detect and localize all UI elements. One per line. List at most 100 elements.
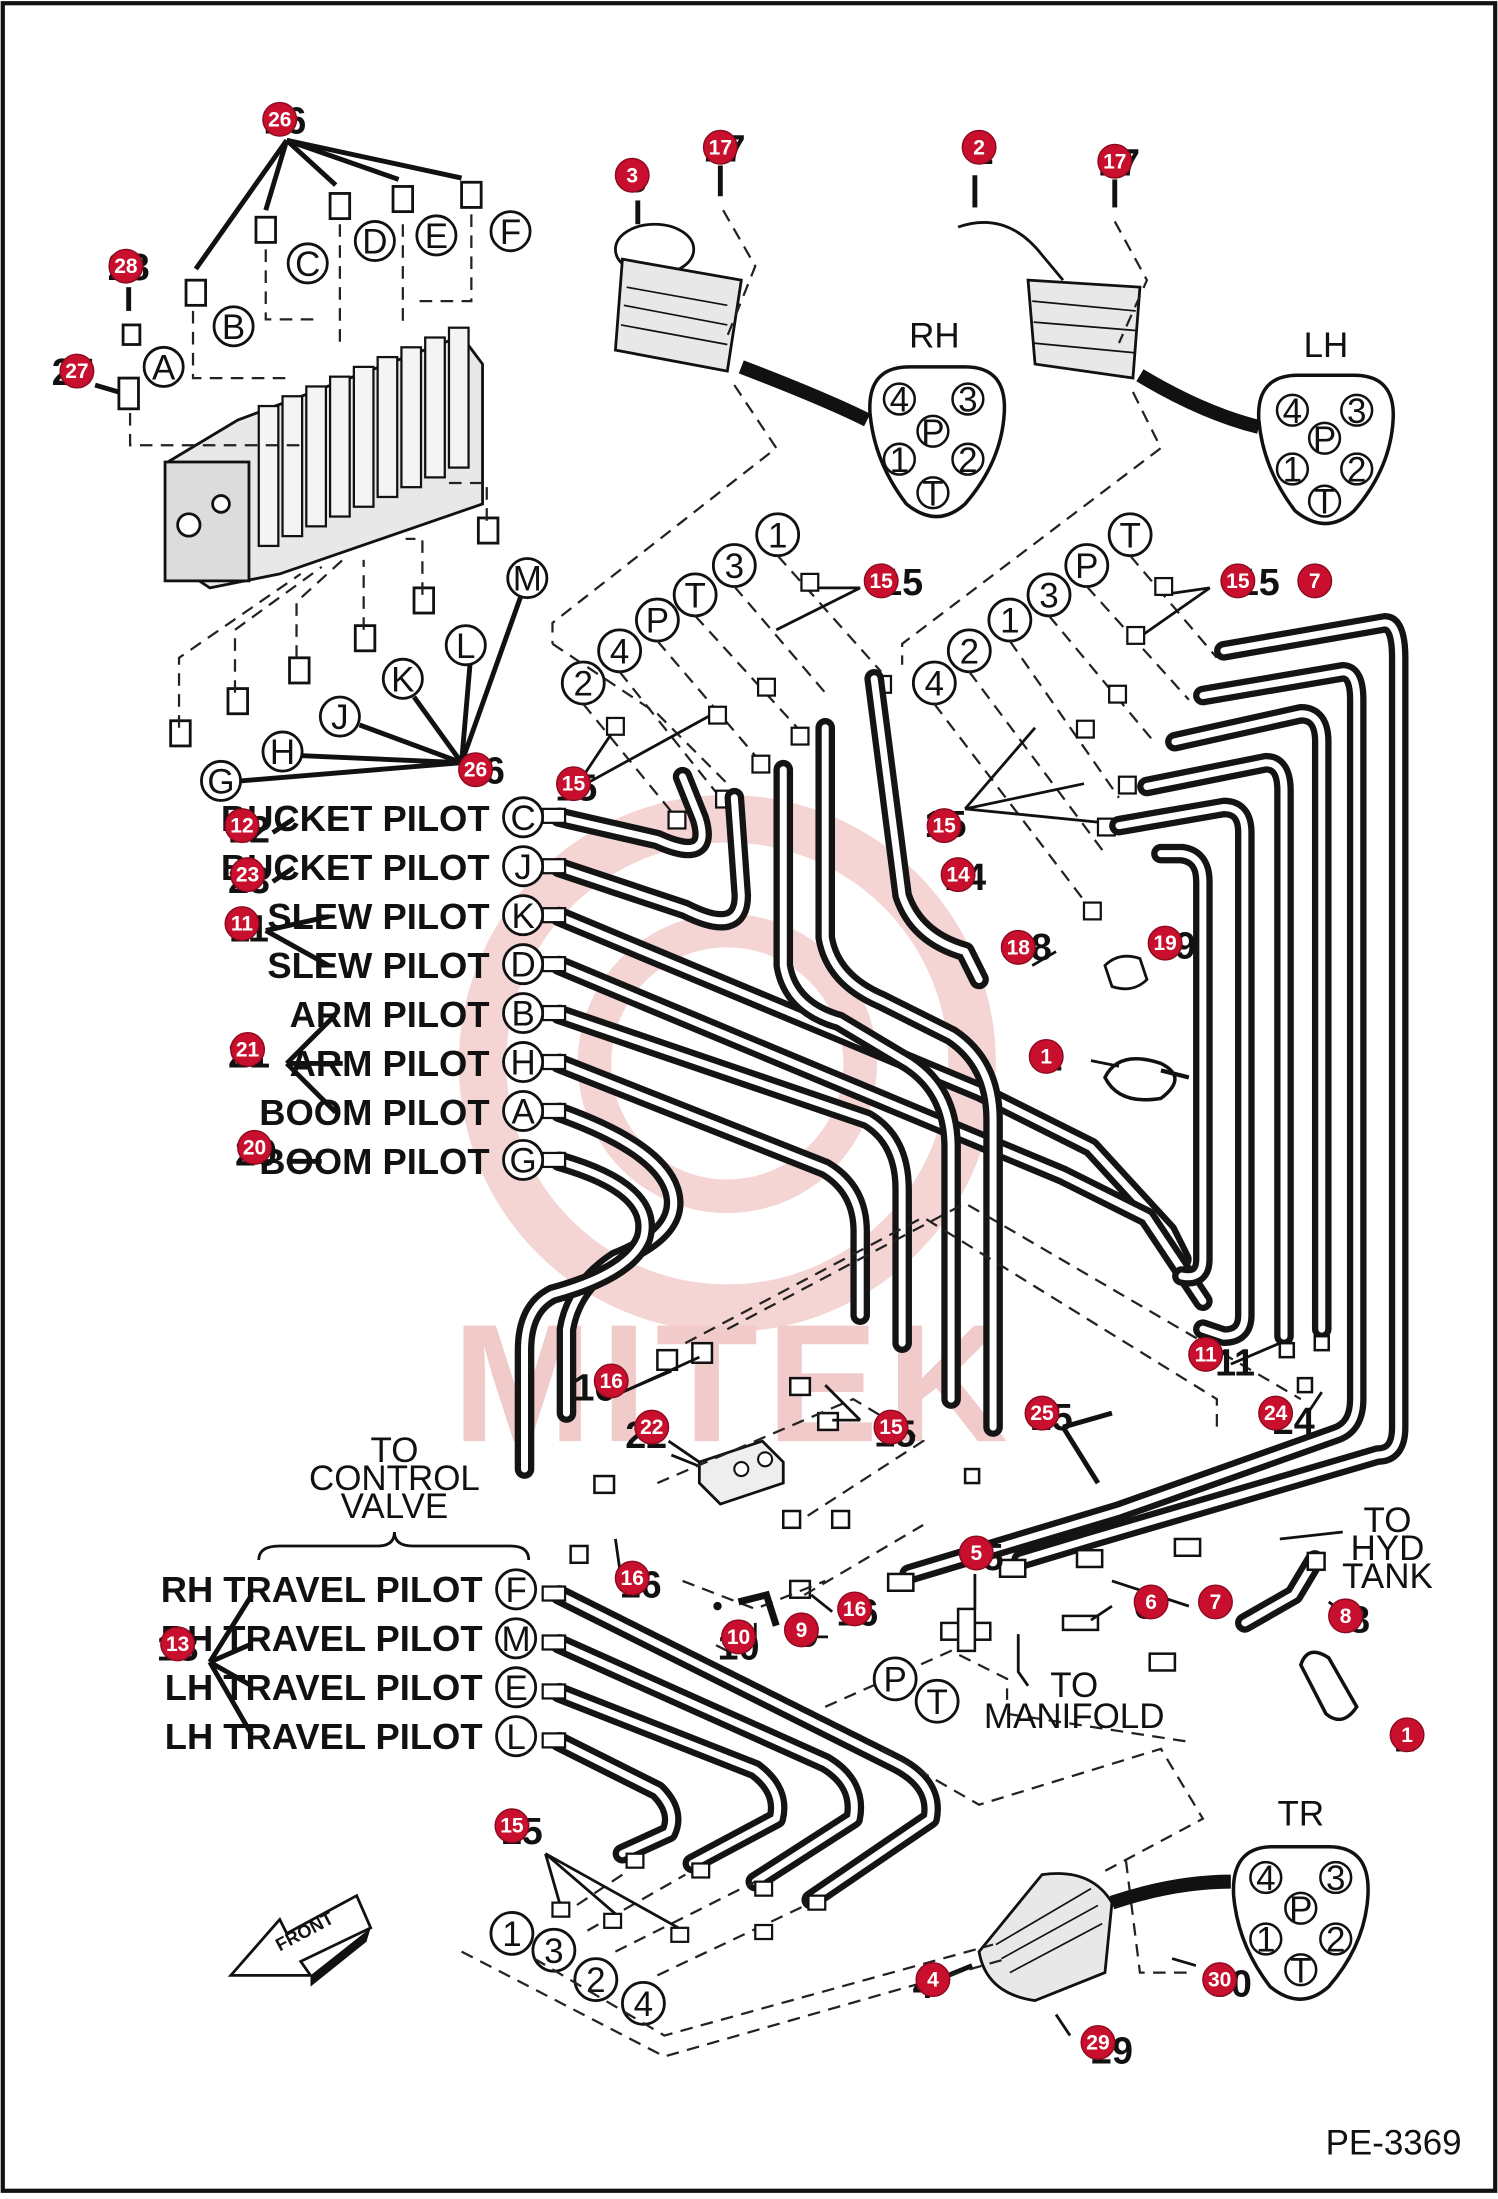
callout-badge-10[interactable]: 10	[721, 1619, 756, 1655]
callout-badge-14[interactable]: 14	[940, 857, 976, 893]
callout-badge-16[interactable]: 16	[593, 1363, 629, 1399]
callout-circle[interactable]	[1028, 1038, 1064, 1074]
callout-circle[interactable]	[262, 101, 298, 137]
callout-badge-15[interactable]: 15	[863, 563, 899, 599]
callout-circle[interactable]	[237, 1129, 273, 1165]
callout-badge-3[interactable]: 3	[614, 157, 650, 193]
callout-badge-7[interactable]: 7	[1297, 563, 1333, 599]
callout-badge-29[interactable]: 29	[1080, 2025, 1116, 2060]
callout-circle[interactable]	[160, 1626, 196, 1662]
svg-text:1: 1	[890, 441, 909, 480]
callout-number: 15	[562, 773, 586, 796]
callout-circle[interactable]	[915, 1962, 951, 1998]
callout-circle[interactable]	[837, 1591, 873, 1627]
callout-circle[interactable]	[1024, 1395, 1060, 1431]
callout-circle[interactable]	[783, 1612, 819, 1648]
callout-badge-24[interactable]: 24	[1258, 1395, 1294, 1431]
callout-circle[interactable]	[863, 563, 899, 599]
callout-badge-15[interactable]: 15	[555, 766, 591, 802]
callout-badge-17[interactable]: 17	[702, 129, 738, 165]
callout-circle[interactable]	[958, 1535, 994, 1571]
callout-badge-6[interactable]: 6	[1133, 1584, 1169, 1620]
callout-circle[interactable]	[1080, 2025, 1116, 2060]
callout-badge-26[interactable]: 26	[458, 752, 494, 788]
callout-circle[interactable]	[1328, 1598, 1364, 1634]
callout-badge-9[interactable]: 9	[783, 1612, 819, 1648]
callout-circle[interactable]	[634, 1409, 670, 1445]
callout-circle[interactable]	[1133, 1584, 1169, 1620]
callout-circle[interactable]	[1258, 1395, 1294, 1431]
callout-number: 1	[1040, 1045, 1052, 1068]
callout-number: 30	[1208, 1969, 1231, 1992]
callout-circle[interactable]	[59, 353, 95, 389]
svg-text:4: 4	[1256, 1859, 1275, 1898]
callout-badge-30[interactable]: 30	[1202, 1962, 1238, 1998]
travel-leaders	[207, 1593, 254, 1737]
travel-port-labels: F M E L	[502, 1571, 531, 1757]
callout-circle[interactable]	[721, 1619, 756, 1655]
svg-text:2: 2	[960, 632, 979, 671]
svg-text:F: F	[500, 213, 521, 252]
callout-circle[interactable]	[108, 248, 144, 284]
callout-badge-11[interactable]: 11	[224, 906, 260, 942]
callout-badge-28[interactable]: 28	[108, 248, 144, 284]
callout-circle[interactable]	[224, 808, 260, 844]
callout-circle[interactable]	[614, 157, 650, 193]
callout-circle[interactable]	[494, 1808, 530, 1844]
cable-tie-2	[1298, 1650, 1359, 1722]
callout-badge-17[interactable]: 17	[1097, 143, 1133, 179]
callout-circle[interactable]	[1197, 1584, 1233, 1620]
callout-circle[interactable]	[555, 766, 591, 802]
callout-circle[interactable]	[873, 1409, 909, 1445]
callout-badge-12[interactable]: 12	[224, 808, 260, 844]
callout-badge-18[interactable]: 18	[1000, 929, 1036, 965]
svg-text:3: 3	[1039, 576, 1058, 615]
callout-badge-7[interactable]: 7	[1197, 1584, 1233, 1620]
travel-port-circles	[495, 1568, 538, 1758]
callout-circle[interactable]	[1220, 563, 1256, 599]
callout-circle[interactable]	[961, 129, 997, 165]
callout-circle[interactable]	[940, 857, 976, 893]
callout-badge-13[interactable]: 13	[160, 1626, 196, 1662]
callout-circle[interactable]	[1000, 929, 1036, 965]
callout-circle[interactable]	[614, 1560, 650, 1596]
callout-circle[interactable]	[702, 129, 738, 165]
callout-circle[interactable]	[224, 906, 260, 942]
callout-badge-11[interactable]: 11	[1188, 1336, 1224, 1372]
callout-badge-25[interactable]: 25	[1024, 1395, 1060, 1431]
callout-circle[interactable]	[593, 1363, 629, 1399]
callout-circle[interactable]	[1097, 143, 1133, 179]
callout-badge-20[interactable]: 20	[237, 1129, 273, 1165]
svg-text:1: 1	[768, 516, 787, 555]
callout-badge-15[interactable]: 15	[873, 1409, 909, 1445]
callout-circle[interactable]	[1147, 925, 1183, 961]
callout-circle[interactable]	[1202, 1962, 1238, 1998]
callout-circle[interactable]	[1297, 563, 1333, 599]
callout-badge-22[interactable]: 22	[634, 1409, 670, 1445]
callout-circle[interactable]	[1389, 1717, 1425, 1753]
callout-badge-15[interactable]: 15	[494, 1808, 530, 1844]
callout-badge-16[interactable]: 16	[614, 1560, 650, 1596]
callout-circle[interactable]	[230, 857, 266, 893]
callout-circle[interactable]	[458, 752, 494, 788]
callout-badge-23[interactable]: 23	[230, 857, 266, 893]
callout-badge-1[interactable]: 1	[1028, 1038, 1064, 1074]
callout-circle[interactable]	[926, 808, 962, 844]
callout-badge-21[interactable]: 21	[230, 1031, 266, 1067]
callout-badge-2[interactable]: 2	[961, 129, 997, 165]
svg-text:4: 4	[1283, 392, 1302, 431]
callout-number: 18	[1007, 936, 1031, 959]
callout-badge-5[interactable]: 5	[958, 1535, 994, 1571]
callout-badge-4[interactable]: 4	[915, 1962, 951, 1998]
callout-badge-1[interactable]: 1	[1389, 1717, 1425, 1753]
callout-circle[interactable]	[1188, 1336, 1224, 1372]
callout-badge-19[interactable]: 19	[1147, 925, 1183, 961]
callout-badge-15[interactable]: 15	[926, 808, 962, 844]
callout-badge-26[interactable]: 26	[262, 101, 298, 137]
callout-badge-16[interactable]: 16	[837, 1591, 873, 1627]
callout-badge-8[interactable]: 8	[1328, 1598, 1364, 1634]
callout-badge-15[interactable]: 15	[1220, 563, 1256, 599]
callout-circle[interactable]	[230, 1031, 266, 1067]
callout-badge-27[interactable]: 27	[59, 353, 95, 389]
